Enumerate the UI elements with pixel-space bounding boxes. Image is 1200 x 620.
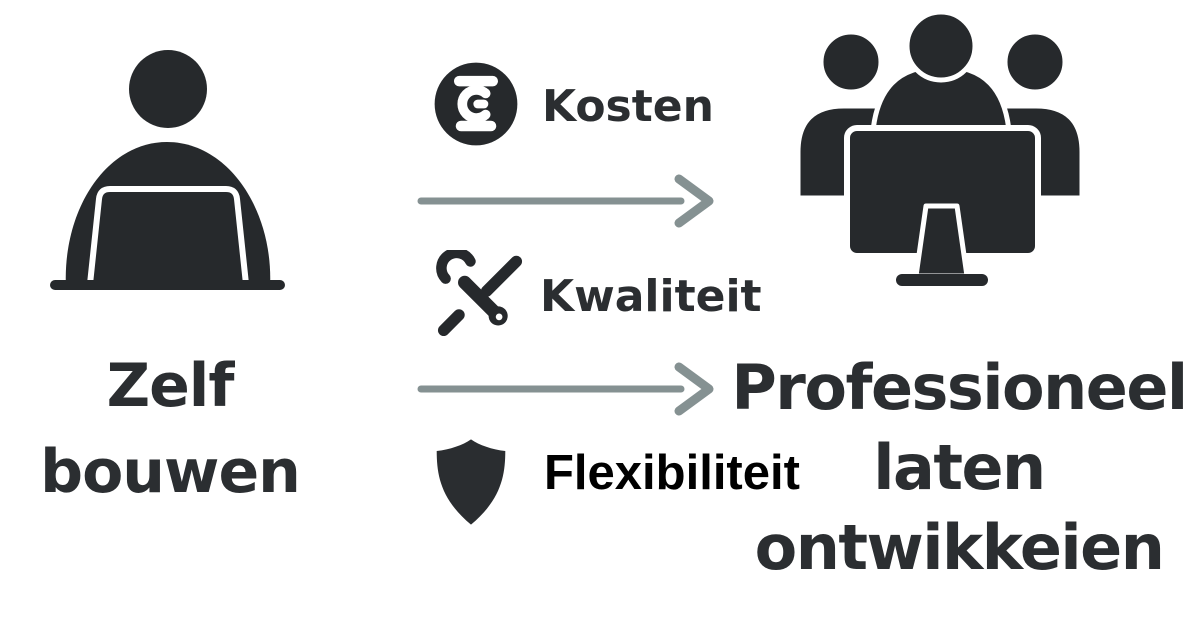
right-caption-line-3: ontwikkeien xyxy=(754,511,1165,584)
left-caption-line-1: Zelf xyxy=(106,351,235,421)
left-caption-line-2: bouwen xyxy=(40,437,301,507)
right-caption-line-1: Professioneel xyxy=(731,351,1188,424)
left-option-caption: Zelf bouwen xyxy=(0,343,340,515)
shield-icon xyxy=(436,439,506,525)
arrow-right-icon xyxy=(417,174,714,228)
right-caption-line-2: laten xyxy=(873,431,1046,504)
right-option-caption: Professioneel laten ontwikkeien xyxy=(724,348,1194,588)
factor-label-flexibiliteit: Flexibiliteit xyxy=(544,446,800,500)
factor-label-kosten: Kosten xyxy=(542,81,714,132)
factor-label-kwaliteit: Kwaliteit xyxy=(540,271,762,322)
arrow-right-icon xyxy=(417,362,714,416)
person-at-laptop-icon xyxy=(50,50,285,290)
team-at-monitor-icon xyxy=(795,9,1085,286)
tools-icon xyxy=(436,250,523,336)
euro-coin-icon xyxy=(434,62,518,146)
